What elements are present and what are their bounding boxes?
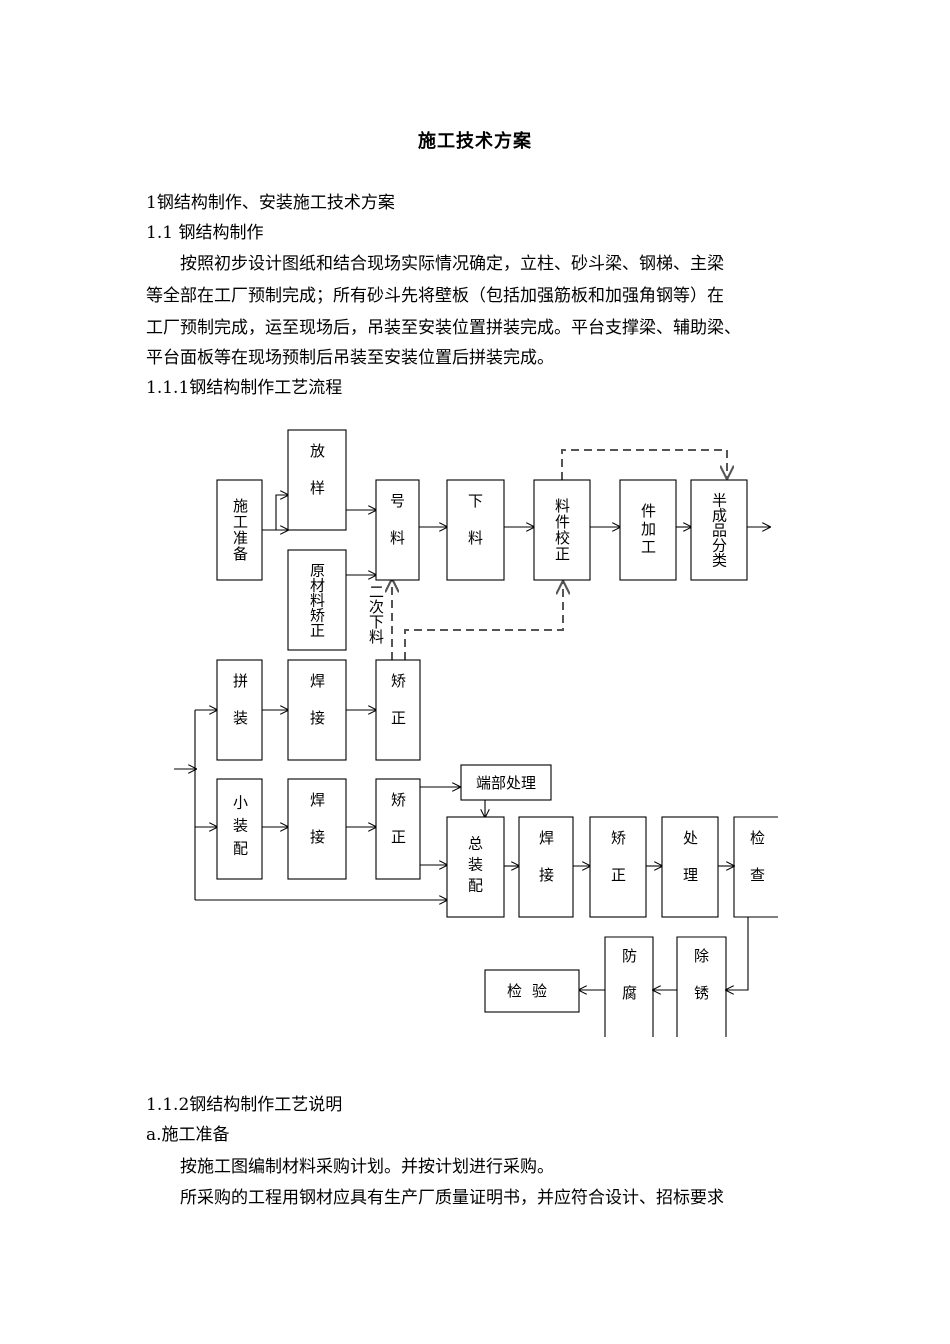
svg-text:焊接: 焊接 — [537, 830, 555, 904]
subsection-heading: 1.1.1钢结构制作工艺流程 — [146, 378, 343, 398]
node-jianyan: 检验 — [484, 969, 580, 1013]
label-erci-xialiao: 二次下料 — [367, 584, 385, 644]
node-zongzhuangpei: 总装配 — [446, 816, 505, 918]
node-chuxiu: 除锈 — [676, 936, 727, 1037]
node-hanjie-1: 焊接 — [287, 659, 347, 761]
paragraph-line: 工厂预制完成，运至现场后，吊装至安装位置拼装完成。平台支撑梁、辅助梁、 — [146, 318, 741, 338]
node-jiaozheng-2: 矫正 — [375, 778, 421, 880]
paragraph-line: 等全部在工厂预制完成；所有砂斗先将壁板（包括加强筋板和加强角钢等）在 — [146, 286, 724, 306]
svg-text:小装配: 小装配 — [231, 795, 249, 864]
paragraph-line: 所采购的工程用钢材应具有生产厂质量证明书，并应符合设计、招标要求 — [180, 1188, 724, 1208]
node-duanbu: 端部处理 — [460, 764, 552, 801]
node-fangyang: 放样 — [287, 429, 347, 531]
svg-text:处理: 处理 — [681, 830, 699, 904]
page-title: 施工技术方案 — [418, 131, 532, 152]
svg-text:除锈: 除锈 — [692, 948, 710, 1022]
svg-text:矫正: 矫正 — [389, 673, 407, 747]
subsection-heading: 1.1 钢结构制作 — [146, 223, 264, 243]
node-jianjiagong: 件加工 — [619, 479, 677, 581]
svg-text:总装配: 总装配 — [466, 836, 484, 899]
item-heading: a.施工准备 — [146, 1125, 230, 1145]
svg-text:半成品分类: 半成品分类 — [710, 493, 728, 568]
node-fangfu: 防腐 — [604, 936, 654, 1037]
svg-text:料件校正: 料件校正 — [553, 498, 571, 562]
node-pinzhuang: 拼装 — [216, 659, 263, 761]
svg-text:放样: 放样 — [308, 443, 326, 517]
node-shigong: 施工准备 — [216, 479, 263, 581]
svg-text:焊接: 焊接 — [308, 673, 326, 747]
svg-text:矫正: 矫正 — [389, 792, 407, 866]
node-chuli: 处理 — [661, 816, 719, 918]
node-haoliao: 号料 — [375, 479, 420, 581]
svg-text:焊接: 焊接 — [308, 792, 326, 866]
svg-text:端部处理: 端部处理 — [476, 774, 536, 792]
svg-text:号料: 号料 — [388, 493, 406, 567]
node-banchengpin: 半成品分类 — [690, 479, 748, 581]
node-hanjie-3: 焊接 — [518, 816, 574, 918]
svg-text:件加工: 件加工 — [639, 503, 657, 557]
section-heading: 1钢结构制作、安装施工技术方案 — [146, 193, 395, 213]
svg-text:防腐: 防腐 — [620, 948, 638, 1022]
node-jiaozheng-3: 矫正 — [589, 816, 647, 918]
svg-text:下料: 下料 — [466, 493, 484, 567]
node-hanjie-2: 焊接 — [287, 778, 347, 880]
svg-text:施工准备: 施工准备 — [231, 498, 249, 562]
svg-text:检查: 检查 — [748, 830, 766, 904]
node-jiancha: 检查 — [733, 816, 778, 918]
svg-text:矫正: 矫正 — [609, 830, 627, 904]
node-yuancailiao: 原材料矫正 — [287, 549, 347, 651]
node-xialiao: 下料 — [446, 479, 505, 581]
paragraph-line: 按施工图编制材料采购计划。并按计划进行采购。 — [180, 1157, 554, 1177]
node-xiaozhuangpei: 小装配 — [216, 778, 263, 880]
paragraph-line: 按照初步设计图纸和结合现场实际情况确定，立柱、砂斗梁、钢梯、主梁 — [180, 254, 724, 274]
svg-text:拼装: 拼装 — [231, 673, 249, 747]
svg-text:检验: 检验 — [507, 982, 557, 1000]
svg-text:原材料矫正: 原材料矫正 — [308, 563, 326, 638]
paragraph-line: 平台面板等在现场预制后吊装至安装位置后拼装完成。 — [146, 348, 554, 368]
node-liaojian: 料件校正 — [533, 479, 591, 581]
node-jiaozheng-1: 矫正 — [375, 659, 421, 761]
subsection-heading: 1.1.2钢结构制作工艺说明 — [146, 1095, 343, 1115]
